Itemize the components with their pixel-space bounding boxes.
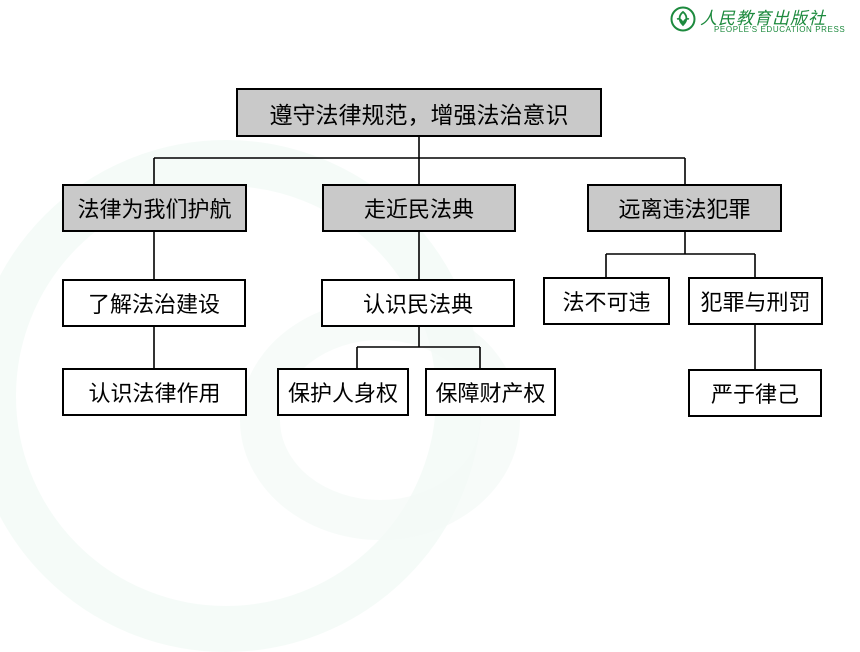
- node-personal-rights: 保护人身权: [277, 368, 409, 416]
- publisher-name-en: PEOPLE'S EDUCATION PRESS: [714, 25, 846, 34]
- node-role-of-law: 认识法律作用: [62, 368, 247, 416]
- node-know-civil-code: 认识民法典: [321, 279, 515, 327]
- branch-civil-code: 走近民法典: [322, 184, 516, 232]
- publisher-name-cn: 人民教育出版社: [700, 9, 826, 29]
- pep-logo-icon: [670, 6, 696, 32]
- root-node: 遵守法律规范，增强法治意识: [236, 88, 602, 137]
- branch-avoid-crime: 远离违法犯罪: [587, 184, 782, 232]
- connector-lines: [153, 137, 756, 369]
- publisher-brand: 人民教育出版社 PEOPLE'S EDUCATION PRESS: [670, 4, 850, 38]
- node-rule-of-law-building: 了解法治建设: [62, 279, 246, 327]
- node-law-inviolable: 法不可违: [543, 277, 670, 325]
- node-self-discipline: 严于律己: [688, 369, 822, 417]
- node-property-rights: 保障财产权: [425, 368, 556, 416]
- branch-law-protection: 法律为我们护航: [62, 184, 247, 232]
- node-crime-punishment: 犯罪与刑罚: [688, 277, 823, 325]
